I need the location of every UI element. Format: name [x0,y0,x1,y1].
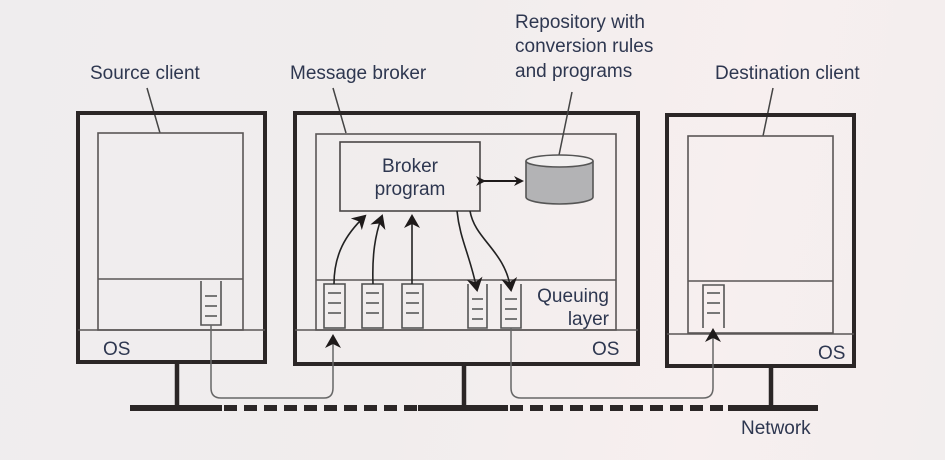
destination-client: Destination client OS [665,63,860,368]
message-broker-label: Message broker [290,63,427,84]
queuing-layer-label-line2: layer [568,309,610,330]
repository-label-line1: Repository with [515,12,645,33]
destination-queue-icon [702,284,725,328]
broker-program-label-line1: Broker [382,156,439,177]
queuing-layer-label-line1: Queuing [537,286,609,307]
broker-in-queue-icon [361,283,384,329]
repository-label-line3: and programs [515,61,632,82]
network: Network [130,362,818,439]
network-label: Network [741,418,811,439]
destination-client-label: Destination client [715,63,860,84]
repository-label-line2: conversion rules [515,36,653,57]
destination-client-pointer [762,87,774,137]
broker-out-queue-icon [500,284,522,329]
broker-to-queue-arrow [456,210,483,292]
broker-to-destination-message-path [510,328,721,399]
destination-client-application [687,135,834,334]
destination-client-os-label: OS [818,343,845,364]
destination-client-machine [665,113,856,368]
broker-in-queue-icon [401,283,424,329]
source-queue-icon [200,281,222,326]
message-broker-pointer [332,87,347,134]
repository-pointer [557,91,573,161]
queue-to-broker-arrow [370,214,386,285]
source-client-os-label: OS [103,339,130,360]
source-client-label: Source client [90,63,201,84]
broker-in-queue-icon [323,283,346,329]
broker-to-queue-arrow [469,210,518,292]
repository-database-icon [525,154,594,205]
source-client: Source client OS [76,63,267,364]
message-broker-machine [293,111,640,366]
message-broker: Message broker OS Broker program Reposit… [290,12,653,366]
broker-out-queue-icon [467,284,488,329]
source-to-broker-message-path [210,325,341,399]
message-broker-os-label: OS [592,339,619,360]
source-client-pointer [146,87,161,134]
broker-program-label-line2: program [375,179,446,200]
source-client-machine [76,111,267,364]
queue-to-broker-arrow [333,214,367,285]
